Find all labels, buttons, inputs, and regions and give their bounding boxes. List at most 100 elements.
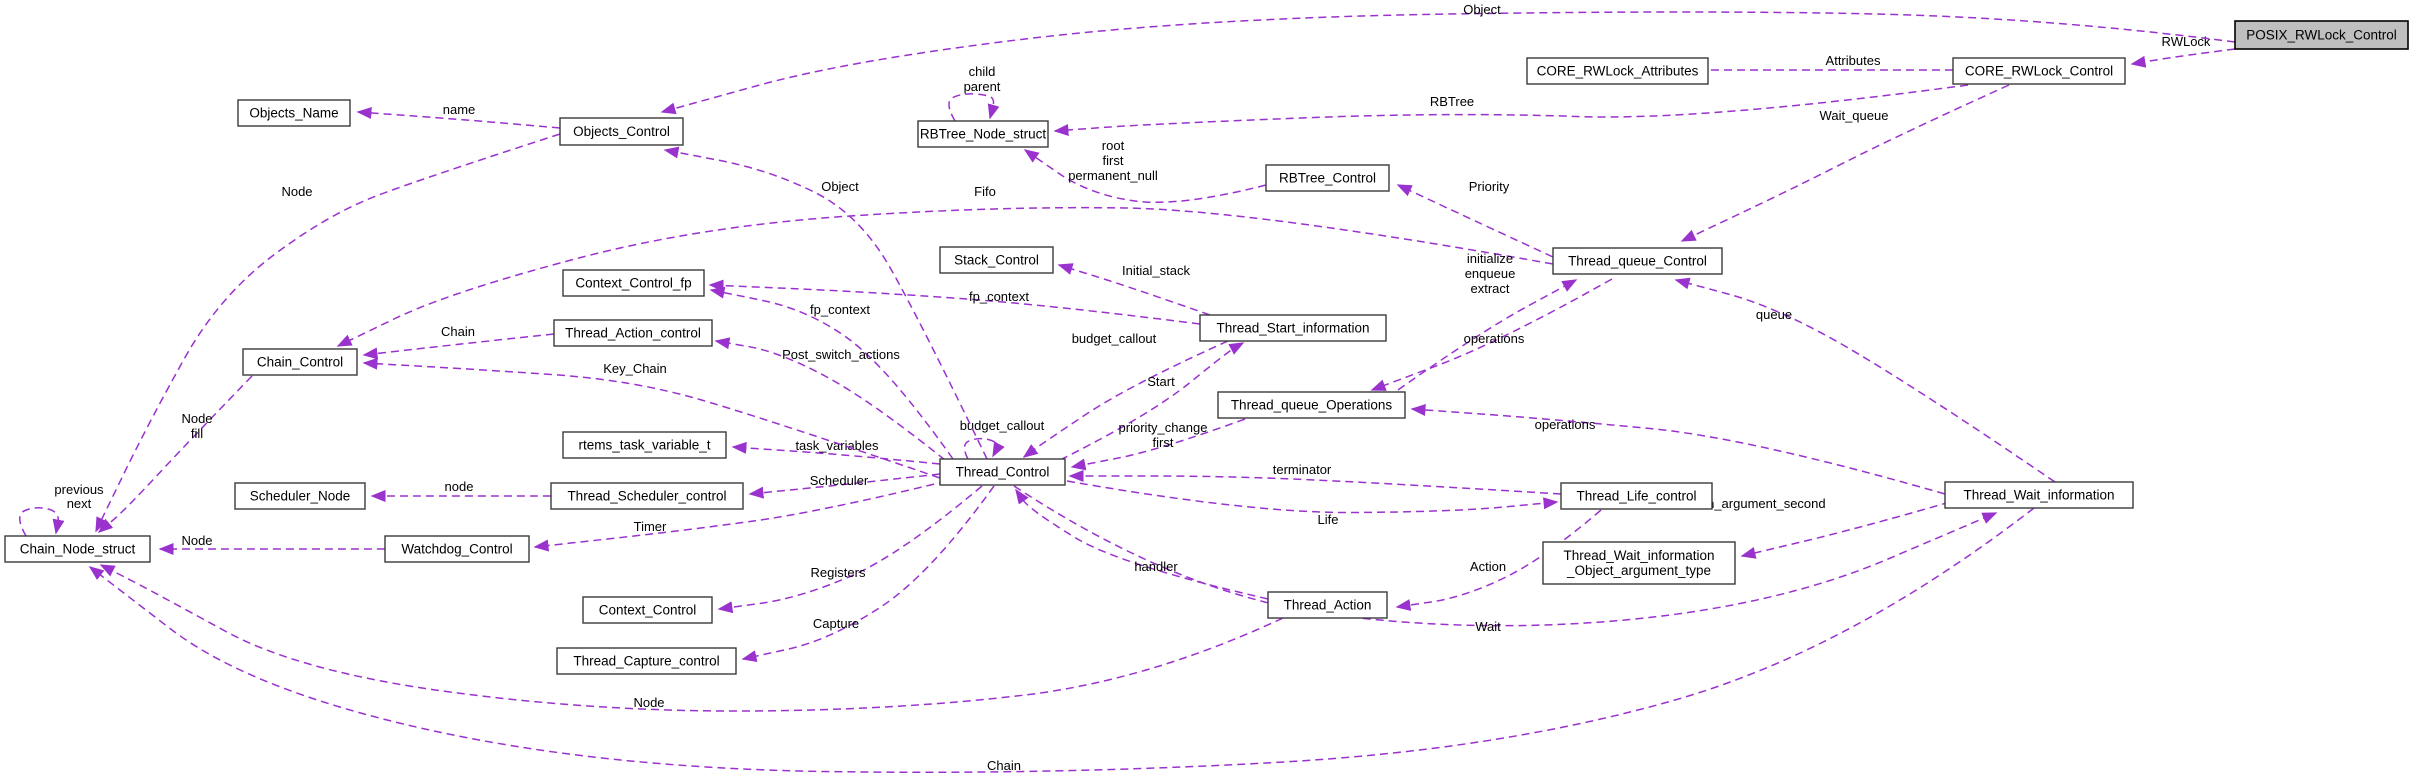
edge-posix_rwlock_control-to-core_rwlock_control: RWLock (2130, 34, 2236, 68)
node-thread_capture_control[interactable]: Thread_Capture_control (556, 647, 737, 675)
node-thread_life_control[interactable]: Thread_Life_control (1560, 482, 1713, 510)
node-thread_control[interactable]: Thread_Control (939, 458, 1066, 486)
edge-thread_control-to-thread_control: budget_callout (960, 418, 1045, 460)
node-box[interactable] (559, 117, 684, 146)
edge-label: handler (1134, 559, 1178, 574)
edge-label: Wait (1475, 619, 1501, 634)
edge-label: permanent_null (1068, 168, 1158, 183)
node-label: CORE_RWLock_Attributes (1537, 64, 1699, 79)
edge-label: Registers (811, 565, 866, 580)
node-box[interactable] (1560, 482, 1713, 510)
node-box[interactable] (242, 348, 358, 376)
edge-label: return_argument_second (1680, 496, 1825, 511)
node-box[interactable] (939, 246, 1054, 274)
edge-label: name (443, 102, 476, 117)
node-thread_action[interactable]: Thread_Action (1267, 591, 1388, 619)
edge-thread_control-to-chain_control: Key_Chain (362, 357, 941, 479)
node-thread_queue_control[interactable]: Thread_queue_Control (1552, 247, 1723, 275)
node-box[interactable] (917, 120, 1049, 148)
edge-label: Timer (634, 519, 667, 534)
node-box[interactable] (1952, 57, 2126, 85)
node-stack_control[interactable]: Stack_Control (939, 246, 1054, 274)
node-label: Objects_Name (249, 106, 338, 121)
node-box[interactable] (939, 458, 1066, 486)
node-twi_object_argument_type[interactable]: Thread_Wait_information_Object_argument_… (1542, 541, 1736, 585)
node-label: Stack_Control (954, 253, 1039, 268)
node-box[interactable] (550, 482, 744, 510)
node-label: Thread_Action (1284, 598, 1372, 613)
node-label: Thread_Capture_control (573, 654, 719, 669)
node-box[interactable] (1199, 314, 1387, 342)
edge-label: task_variables (795, 438, 879, 453)
edge-thread_life_control-to-thread_control: terminator (1068, 462, 1562, 495)
edge-label: Attributes (1826, 53, 1881, 68)
edge-label: Priority (1469, 179, 1510, 194)
highlighted-node-box[interactable] (2234, 20, 2409, 50)
node-label: Thread_Life_control (1576, 489, 1696, 504)
node-posix_rwlock_control[interactable]: POSIX_RWLock_Control (2234, 20, 2409, 50)
node-label: Thread_Wait_information_Object_argument_… (1563, 548, 1714, 578)
edge-label: first (1153, 435, 1174, 450)
node-box[interactable] (1265, 164, 1390, 192)
node-box[interactable] (562, 431, 727, 459)
node-label: POSIX_RWLock_Control (2246, 28, 2397, 43)
node-thread_start_information[interactable]: Thread_Start_information (1199, 314, 1387, 342)
node-rbtree_node_struct[interactable]: RBTree_Node_struct (917, 120, 1049, 148)
node-box[interactable] (4, 535, 151, 563)
node-box[interactable] (384, 535, 530, 563)
node-box[interactable] (1552, 247, 1723, 275)
node-scheduler_node[interactable]: Scheduler_Node (234, 482, 366, 510)
edge-thread_control-to-context_control_fp: fp_context (709, 286, 954, 460)
node-context_control_fp[interactable]: Context_Control_fp (562, 269, 705, 297)
node-watchdog_control[interactable]: Watchdog_Control (384, 535, 530, 563)
node-rtems_task_variable_t[interactable]: rtems_task_variable_t (562, 431, 727, 459)
node-thread_action_control[interactable]: Thread_Action_control (553, 319, 713, 347)
node-box[interactable] (1526, 57, 1709, 85)
edge-thread_action_control-to-chain_control: Chain (362, 324, 555, 360)
edge-label: Post_switch_actions (782, 347, 900, 362)
node-core_rwlock_control[interactable]: CORE_RWLock_Control (1952, 57, 2126, 85)
edge-thread_start_information-to-stack_control: Initial_stack (1057, 263, 1211, 316)
edge-thread_control-to-thread_scheduler_control: Scheduler (748, 473, 941, 499)
edge-label: root (1102, 138, 1125, 153)
edge-label: Start (1147, 374, 1175, 389)
node-box[interactable] (1944, 481, 2134, 509)
node-box[interactable] (582, 596, 713, 624)
node-rbtree_control[interactable]: RBTree_Control (1265, 164, 1390, 192)
node-label: Thread_queue_Control (1568, 254, 1707, 269)
edge-thread_start_information-to-thread_control: budget_callout (1022, 331, 1229, 458)
edge-label: queue (1756, 307, 1792, 322)
node-box[interactable] (553, 319, 713, 347)
edge-label: node (445, 479, 474, 494)
edge-objects_control-to-chain_node_struct: Node (95, 133, 561, 533)
node-core_rwlock_attributes[interactable]: CORE_RWLock_Attributes (1526, 57, 1709, 85)
edge-watchdog_control-to-chain_node_struct: Node (158, 533, 385, 555)
node-thread_queue_operations[interactable]: Thread_queue_Operations (1217, 391, 1406, 419)
node-thread_wait_information[interactable]: Thread_Wait_information (1944, 481, 2134, 509)
edge-label: Wait_queue (1820, 108, 1889, 123)
node-objects_name[interactable]: Objects_Name (237, 99, 351, 127)
node-box[interactable] (234, 482, 366, 510)
edge-posix_rwlock_control-to-objects_control: Object (660, 2, 2236, 115)
node-chain_control[interactable]: Chain_Control (242, 348, 358, 376)
node-label: Thread_Control (956, 465, 1050, 480)
node-box[interactable] (1267, 591, 1388, 619)
node-box[interactable] (1217, 391, 1406, 419)
node-label: Thread_Start_information (1216, 321, 1369, 336)
node-context_control[interactable]: Context_Control (582, 596, 713, 624)
edge-label: budget_callout (960, 418, 1045, 433)
node-box[interactable] (556, 647, 737, 675)
node-thread_scheduler_control[interactable]: Thread_Scheduler_control (550, 482, 744, 510)
node-label: Watchdog_Control (401, 542, 512, 557)
node-chain_node_struct[interactable]: Chain_Node_struct (4, 535, 151, 563)
node-box[interactable] (1542, 541, 1736, 585)
node-box[interactable] (237, 99, 351, 127)
node-box[interactable] (562, 269, 705, 297)
node-objects_control[interactable]: Objects_Control (559, 117, 684, 146)
edge-label: Fifo (974, 184, 996, 199)
